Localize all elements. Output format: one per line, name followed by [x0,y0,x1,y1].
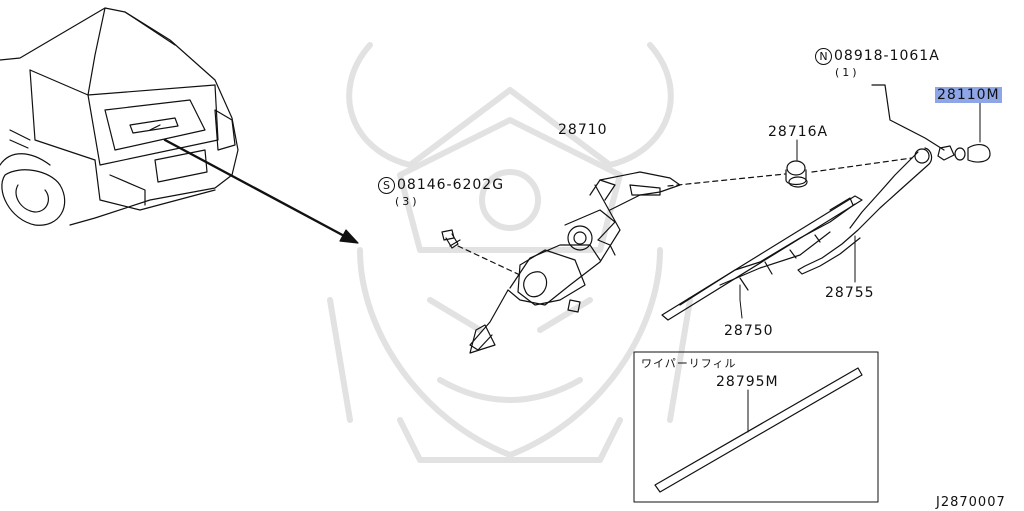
nut-number: 08918-1061A [834,48,940,64]
refill-box-title: ワイパーリフィル [641,357,737,370]
diagram-code: J2870007 [936,495,1006,510]
wiper-motor-28710 [469,171,681,354]
refill-box [633,351,879,503]
direction-arrow [163,138,359,244]
bolt-symbol: S [378,177,395,194]
cap-number: 28110M [935,87,1002,103]
label-cap: 28110M [935,87,1002,103]
label-bolt-qty: (3) [395,195,420,208]
nut-and-cap [871,84,991,163]
bolt-08146-6202G [441,229,461,249]
bolt-number: 08146-6202G [397,177,505,193]
label-nut-qty: (1) [835,66,860,79]
label-refill: 28795M [716,374,779,390]
nut-symbol: N [815,48,832,65]
wiper-blade-28750 [661,195,863,321]
grommet-28716A [785,139,808,188]
watermark-emblem [327,42,693,463]
car-rear-view [0,7,239,226]
label-motor: 28710 [558,122,608,138]
label-grommet: 28716A [768,124,829,140]
label-blade: 28750 [724,323,774,339]
dashed-leaders [457,157,913,276]
wiper-arm-28755 [797,147,933,283]
label-arm: 28755 [825,285,875,301]
